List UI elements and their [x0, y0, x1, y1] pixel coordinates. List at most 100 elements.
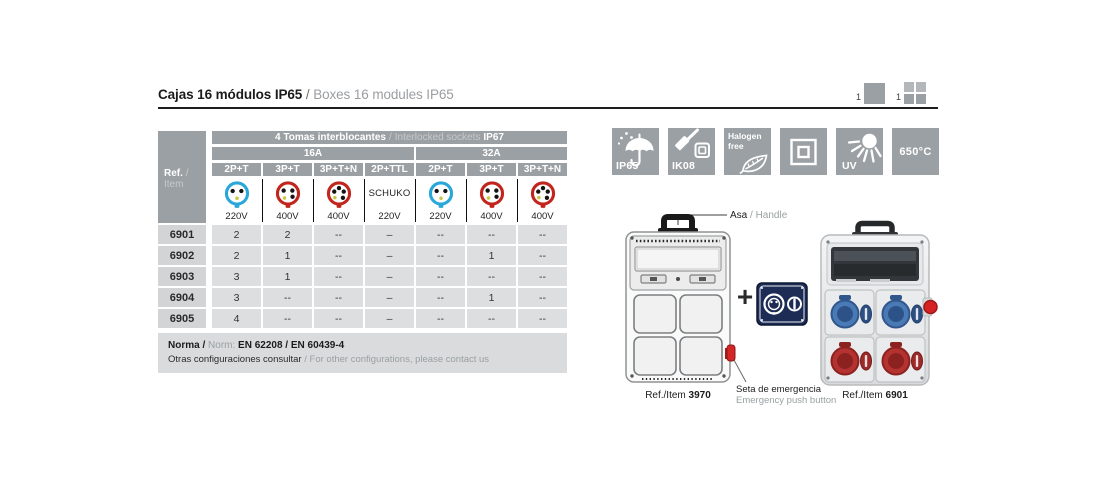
config-es: Otras configuraciones consultar: [168, 354, 302, 365]
plus-sign: +: [736, 281, 754, 312]
page-title-en: Boxes 16 modules IP65: [313, 87, 454, 102]
item-label: / Item: [164, 168, 189, 190]
qty-cell: --: [467, 225, 516, 244]
assembled-product-photo: [820, 220, 938, 386]
amp-group-32a: 32A: [416, 147, 567, 160]
qty-cell: 2: [263, 225, 312, 244]
base-caption-ref: 3970: [688, 390, 711, 401]
column-header: 3P+T: [467, 163, 516, 176]
amp-group-16a: 16A: [212, 147, 414, 160]
badge-halogen-label: Halogen free: [728, 131, 762, 152]
halogen-line2: free: [728, 140, 744, 151]
qty-cell: --: [416, 246, 465, 265]
emergency-label: Seta de emergencia Emergency push button: [736, 384, 836, 407]
group-header-ip: IP67: [483, 132, 504, 143]
socket-icon: [275, 181, 300, 208]
assembled-caption-prefix: Ref./Item: [842, 390, 883, 401]
ref-cell: 6903: [158, 267, 206, 286]
norm-sep: /: [202, 340, 206, 351]
voltage-label: 400V: [327, 211, 350, 222]
socket-icon: [479, 181, 504, 208]
qty-cell: --: [314, 246, 363, 265]
enclosure-drawing: [625, 214, 736, 383]
pack-single-qty: 1: [856, 92, 862, 102]
column-header: 3P+T+N: [518, 163, 567, 176]
norm-line: Norma / Norm: EN 62208 / EN 60439-4: [168, 340, 557, 351]
qty-cell: --: [467, 267, 516, 286]
column-header: 3P+T+N: [314, 163, 363, 176]
voltage-label: 220V: [378, 211, 401, 222]
page-title-separator: /: [305, 87, 310, 102]
ref-label: Ref.: [164, 168, 183, 179]
ref-cell: 6901: [158, 225, 206, 244]
socket-type-cell: 400V: [516, 178, 567, 223]
socket-type-cell: 220V: [414, 178, 465, 223]
column-header: 2P+TTL: [365, 163, 414, 176]
norm-label-es: Norma: [168, 340, 200, 351]
config-line: Otras configuraciones consultar / For ot…: [168, 354, 557, 365]
product-area: Asa / Handle +: [600, 198, 950, 428]
qty-cell: --: [518, 246, 567, 265]
socket-module-icon: [756, 282, 808, 326]
qty-cell: 1: [467, 246, 516, 265]
voltage-label: 220V: [429, 211, 452, 222]
handle-label-es: Asa: [730, 210, 748, 221]
column-header: 2P+T: [416, 163, 465, 176]
group-header-sep: /: [389, 132, 392, 143]
voltage-label: 400V: [531, 211, 554, 222]
socket-icon: [530, 181, 555, 208]
rating-badges: IP65 IK08 Halogen free: [612, 128, 939, 175]
qty-cell: --: [518, 225, 567, 244]
qty-cell: --: [518, 267, 567, 286]
voltage-label: 400V: [276, 211, 299, 222]
badge-ip65-label: IP65: [616, 160, 639, 172]
voltage-label: 400V: [480, 211, 503, 222]
qty-cell: --: [314, 225, 363, 244]
emergency-label-en: Emergency push button: [736, 395, 837, 407]
socket-icon: [428, 181, 453, 208]
double-square-icon: [790, 138, 817, 166]
umbrella-icon: [617, 132, 654, 167]
badge-650c: 650°C: [892, 128, 939, 175]
badge-650c-label: 650°C: [899, 145, 932, 158]
socket-icon: [326, 181, 351, 208]
qty-cell: –: [365, 288, 414, 307]
qty-cell: --: [263, 309, 312, 328]
packaging-markers: 1 1: [856, 82, 927, 104]
qty-cell: 4: [212, 309, 261, 328]
blue-sockets: [830, 295, 923, 329]
sun-icon: [847, 133, 882, 163]
qty-cell: --: [518, 309, 567, 328]
qty-cell: --: [314, 267, 363, 286]
badge-ik08-label: IK08: [672, 160, 695, 172]
halogen-line1: Halogen: [728, 131, 762, 141]
pack-single-icon: [864, 83, 886, 104]
qty-cell: --: [416, 309, 465, 328]
voltage-label: 220V: [225, 211, 248, 222]
amperage-row: 16A 32A: [212, 147, 567, 160]
leaf-icon: [739, 154, 768, 175]
spec-table: Ref. / Item 4 Tomas interblocantes / Int…: [158, 131, 568, 373]
qty-cell: --: [416, 225, 465, 244]
ref-cell: 6904: [158, 288, 206, 307]
base-caption-prefix: Ref./Item: [645, 390, 686, 401]
assembled-caption-ref: 6901: [885, 390, 908, 401]
qty-cell: 3: [212, 288, 261, 307]
ref-item-header: Ref. / Item: [158, 131, 206, 223]
socket-type-cell: 220V: [212, 178, 261, 223]
badge-class-ii: [780, 128, 827, 175]
drawing-handle: [661, 214, 695, 232]
schuko-label: SCHUKO: [368, 187, 411, 199]
column-header: 2P+T: [212, 163, 261, 176]
qty-cell: 2: [212, 246, 261, 265]
handle-label: Asa / Handle: [730, 210, 787, 221]
drawing-emergency-button: [725, 344, 736, 362]
header-rule: [158, 107, 938, 109]
ref-cell: 6902: [158, 246, 206, 265]
norm-label-en: Norm:: [208, 340, 236, 351]
